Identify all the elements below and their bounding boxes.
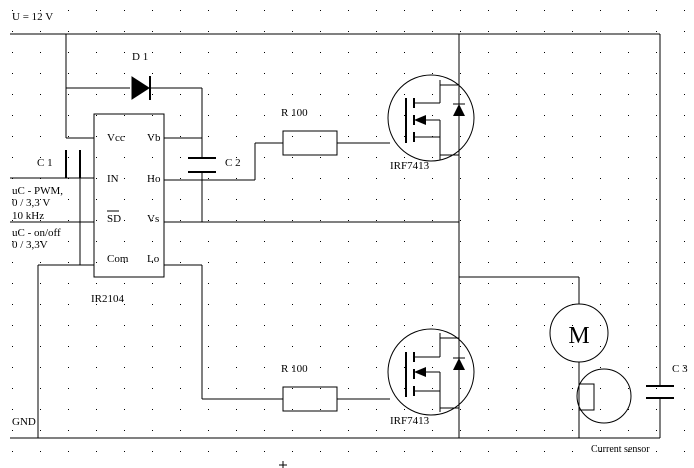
c3-label: C 3 bbox=[672, 363, 688, 375]
mosfet-bottom-label: IRF7413 bbox=[390, 415, 430, 427]
diode-label: D 1 bbox=[132, 51, 148, 63]
pin-com: Com bbox=[107, 253, 129, 265]
pin-sd: SD bbox=[107, 213, 121, 225]
current-sensor-label: Current sensor bbox=[591, 444, 650, 455]
driver-label: IR2104 bbox=[91, 293, 125, 305]
onoff-label-line1: uC - on/off bbox=[12, 227, 61, 239]
resistor-top bbox=[282, 130, 338, 156]
mosfet-top-label: IRF7413 bbox=[390, 160, 430, 172]
pin-vcc: Vcc bbox=[107, 132, 125, 144]
onoff-label-line2: 0 / 3,3V bbox=[12, 239, 48, 251]
resistor-top-label: R 100 bbox=[281, 107, 308, 119]
c2-label: C 2 bbox=[225, 157, 241, 169]
c1-label: C 1 bbox=[37, 157, 53, 169]
gnd-label: GND bbox=[12, 416, 36, 428]
diode-d1 bbox=[131, 76, 151, 100]
current-sensor bbox=[576, 368, 632, 424]
resistor-bottom bbox=[282, 386, 338, 412]
cursor-crosshair bbox=[279, 461, 287, 468]
pwm-label-line1: uC - PWM, bbox=[12, 185, 63, 197]
motor-label: M bbox=[568, 323, 589, 349]
pin-vs: Vs bbox=[147, 213, 159, 225]
driver-ic bbox=[93, 113, 165, 278]
current-sensor-shunt bbox=[578, 383, 595, 411]
capacitor-c3 bbox=[646, 385, 674, 399]
pwm-label-line2: 0 / 3,3 V bbox=[12, 197, 50, 209]
mosfet-top bbox=[387, 74, 475, 162]
pwm-label-line3: 10 kHz bbox=[12, 210, 44, 222]
mosfet-bottom bbox=[387, 328, 475, 416]
pin-in: IN bbox=[107, 173, 119, 185]
capacitor-c1 bbox=[65, 150, 81, 178]
capacitor-c2 bbox=[188, 157, 216, 173]
pin-vb: Vb bbox=[147, 132, 161, 144]
pin-lo: Lo bbox=[147, 253, 160, 265]
supply-label: U = 12 V bbox=[12, 11, 53, 23]
resistor-bottom-label: R 100 bbox=[281, 363, 308, 375]
pin-ho: Ho bbox=[147, 173, 161, 185]
grid-dots bbox=[12, 10, 685, 452]
